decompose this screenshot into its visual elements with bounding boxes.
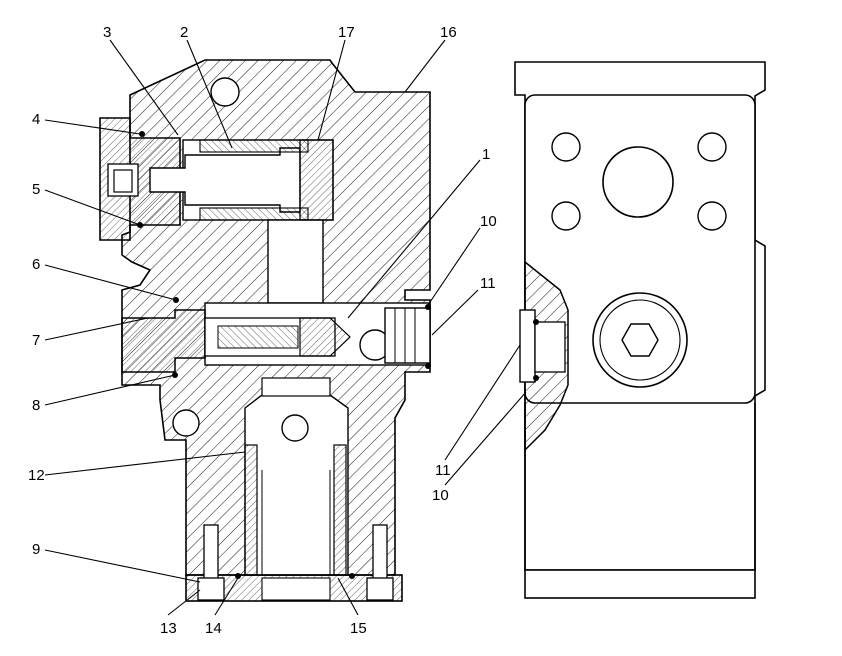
body-hole-piston xyxy=(281,414,309,442)
vertical-passage xyxy=(267,219,324,304)
piston-left-wall xyxy=(244,444,258,576)
cartridge-spring xyxy=(217,325,299,349)
side-bolt-hole-bl xyxy=(551,201,581,231)
poppet xyxy=(299,317,351,357)
cover-opening xyxy=(261,577,331,601)
callout-4: 4 xyxy=(32,111,40,128)
piston-right-wall xyxy=(333,444,347,576)
callout-10-bottom: 10 xyxy=(432,487,449,504)
side-bolt-hole-tr xyxy=(697,132,727,162)
plug xyxy=(121,309,206,373)
cap-plug xyxy=(113,169,133,193)
o-ring-10b xyxy=(425,363,431,369)
side-view xyxy=(514,61,766,599)
body-hole-top xyxy=(210,77,240,107)
spool-sleeve-top xyxy=(199,139,309,153)
callout-11-bottom: 11 xyxy=(435,462,451,479)
spool-sleeve-bottom xyxy=(199,207,309,221)
callout-17: 17 xyxy=(338,24,355,41)
o-ring-15 xyxy=(349,573,355,579)
side-fitting-insert xyxy=(534,321,566,373)
right-fitting xyxy=(384,307,431,364)
callout-1: 1 xyxy=(482,146,490,163)
callout-16: 16 xyxy=(440,24,457,41)
side-o-ring-top xyxy=(533,319,539,325)
side-base xyxy=(524,569,756,599)
bolt-head-left xyxy=(197,577,225,601)
callout-6: 6 xyxy=(32,256,40,273)
bore-link xyxy=(261,377,331,397)
body-hole-left xyxy=(172,409,200,437)
callout-13: 13 xyxy=(160,620,177,637)
callout-9: 9 xyxy=(32,541,40,558)
callout-2: 2 xyxy=(180,24,188,41)
callout-15: 15 xyxy=(350,620,367,637)
side-o-ring-bottom xyxy=(533,375,539,381)
end-cap xyxy=(99,117,181,241)
callout-10-top: 10 xyxy=(480,213,497,230)
side-fitting xyxy=(519,309,536,383)
bolt-right xyxy=(372,524,388,581)
retainer xyxy=(299,139,334,221)
callouts: 3 2 17 16 4 5 6 7 8 12 9 1 10 11 11 10 1… xyxy=(28,24,497,637)
bolt-head-right xyxy=(366,577,394,601)
callout-11-top: 11 xyxy=(480,275,496,292)
side-center-port xyxy=(602,146,674,218)
callout-5: 5 xyxy=(32,181,40,198)
callout-14: 14 xyxy=(205,620,222,637)
section-view xyxy=(99,59,431,602)
side-bolt-hole-br xyxy=(697,201,727,231)
o-ring-3 xyxy=(139,131,145,137)
o-ring-10 xyxy=(425,304,431,310)
bolt-left xyxy=(203,524,219,581)
leader-lines xyxy=(44,39,527,616)
side-bolt-hole-tl xyxy=(551,132,581,162)
callout-3: 3 xyxy=(103,24,111,41)
o-ring-14 xyxy=(235,573,241,579)
side-face xyxy=(524,94,756,404)
callout-12: 12 xyxy=(28,467,45,484)
callout-7: 7 xyxy=(32,332,40,349)
hex-socket xyxy=(621,323,659,357)
callout-8: 8 xyxy=(32,397,40,414)
